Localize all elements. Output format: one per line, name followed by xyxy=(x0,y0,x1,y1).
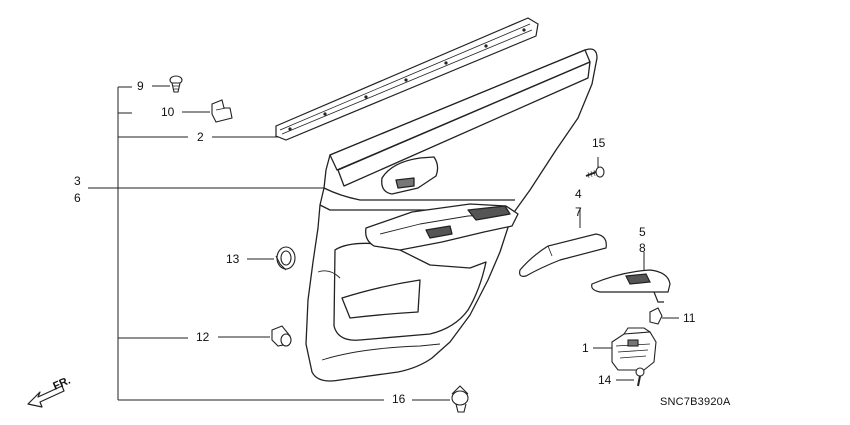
callout-13: 13 xyxy=(226,252,240,266)
callout-14: 14 xyxy=(598,373,612,387)
callout-9: 9 xyxy=(137,79,144,93)
clip-12-part xyxy=(271,325,292,347)
callout-5: 5 xyxy=(639,225,646,239)
callout-1: 1 xyxy=(582,341,589,355)
leader-bracket xyxy=(117,86,384,401)
screw-14-part xyxy=(635,367,645,387)
callout-6: 6 xyxy=(74,191,81,205)
callout-10: 10 xyxy=(161,105,175,119)
callout-2: 2 xyxy=(197,130,204,144)
callout-8: 8 xyxy=(639,241,646,255)
callout-11: 11 xyxy=(683,311,696,325)
screw-15-part xyxy=(585,166,605,179)
callout-7: 7 xyxy=(575,205,582,219)
clip-13-part xyxy=(275,246,296,271)
front-indicator-label: FR. xyxy=(51,375,72,393)
callout-3: 3 xyxy=(74,174,81,188)
leader-lines xyxy=(88,85,679,401)
clip-11-part xyxy=(649,307,663,325)
callout-15: 15 xyxy=(592,136,606,150)
clip-16-part xyxy=(451,385,469,413)
door-lining-panel xyxy=(305,48,598,382)
callout-4: 4 xyxy=(575,187,582,201)
drawing-code: SNC7B3920A xyxy=(660,396,731,408)
callout-16: 16 xyxy=(392,392,406,406)
callout-12: 12 xyxy=(196,330,210,344)
armrest-trim-part xyxy=(519,233,607,277)
clip-9-part xyxy=(169,75,183,93)
weatherstrip-part xyxy=(275,17,539,141)
clip-10-part xyxy=(211,99,233,123)
front-direction-arrow: FR. xyxy=(27,375,72,408)
window-switch-part xyxy=(611,327,657,371)
switch-panel-part xyxy=(591,269,671,303)
